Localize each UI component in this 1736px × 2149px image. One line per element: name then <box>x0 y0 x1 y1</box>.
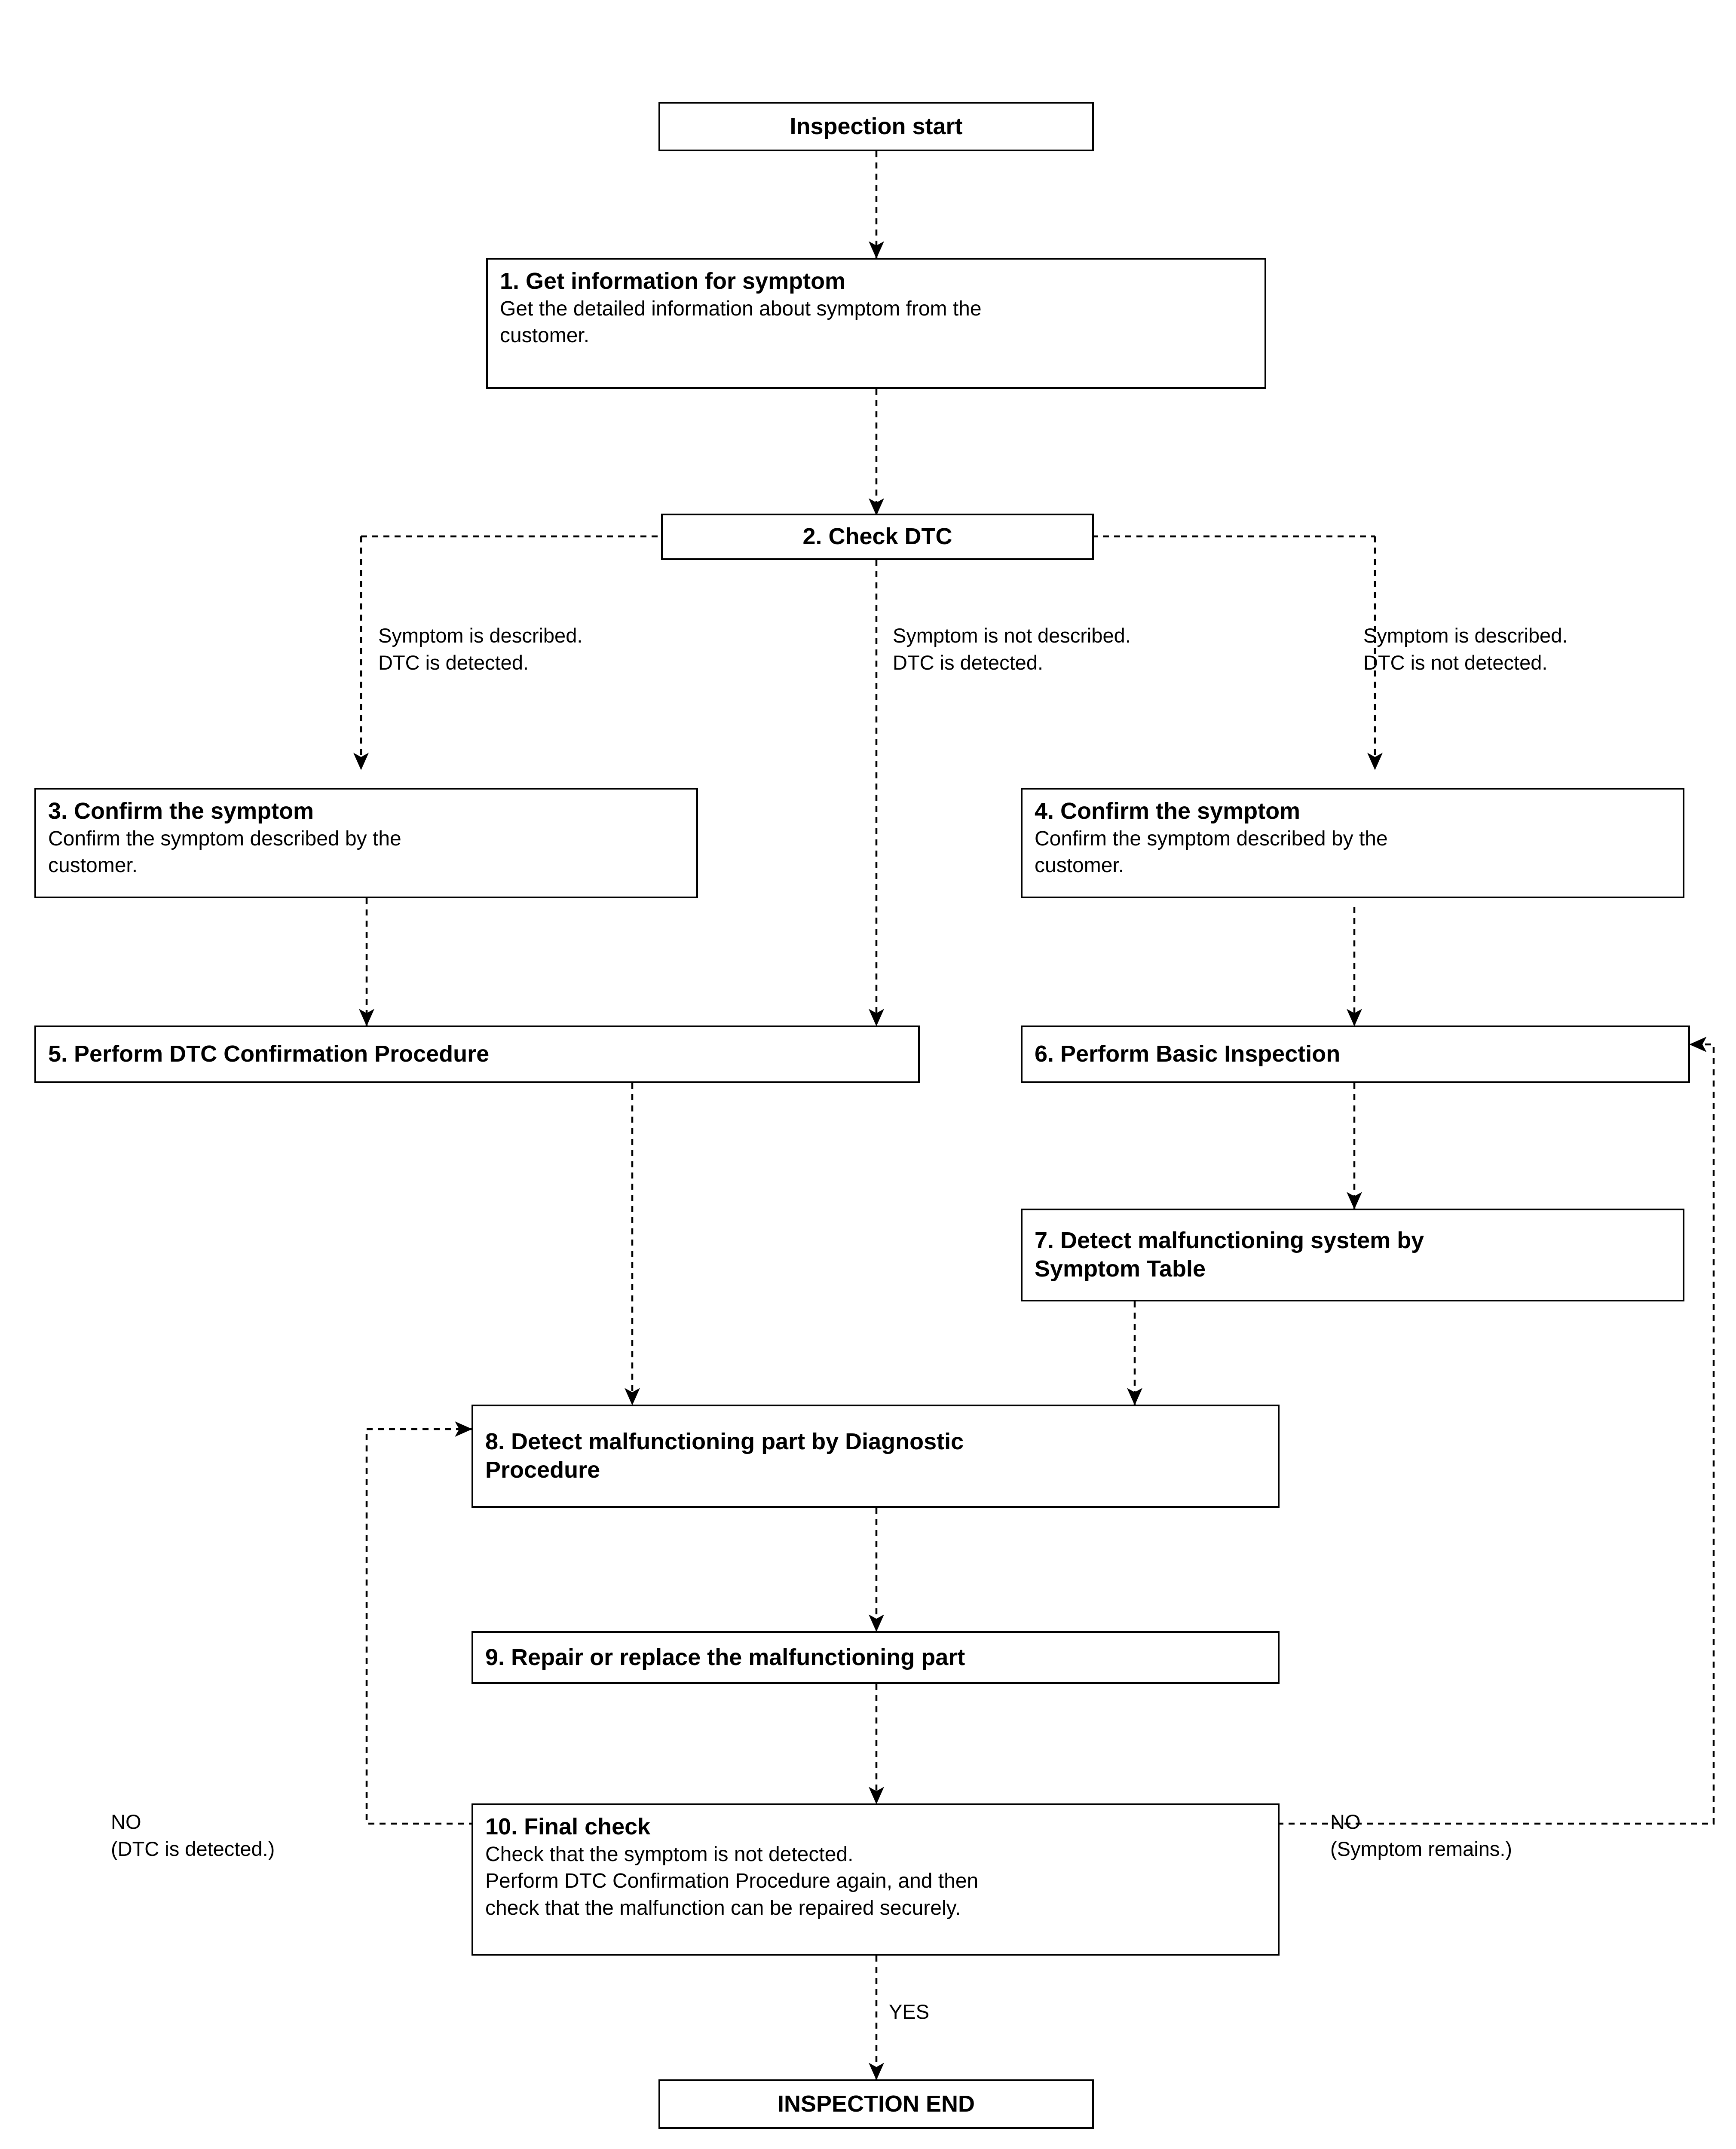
node-3-confirm-symptom[interactable]: 3. Confirm the symptom Confirm the sympt… <box>34 788 698 898</box>
node-inspection-end[interactable]: INSPECTION END <box>658 2079 1094 2129</box>
edge-label-loop-right: NO (Symptom remains.) <box>1330 1810 1512 1860</box>
edge-label-yes: YES <box>889 2000 930 2023</box>
node-10-body: Check that the symptom is not detected. … <box>485 1843 979 1919</box>
node-10-title: 10. Final check <box>485 1814 651 1840</box>
node-inspection-start[interactable]: Inspection start <box>658 102 1094 151</box>
edge-label-branch-middle: Symptom is not described. DTC is detecte… <box>893 624 1131 674</box>
node-8-detect-part[interactable]: 8. Detect malfunctioning part by Diagnos… <box>472 1405 1280 1508</box>
node-4-title: 4. Confirm the symptom <box>1035 798 1301 824</box>
node-9-repair-replace[interactable]: 9. Repair or replace the malfunctioning … <box>472 1631 1280 1684</box>
node-3-body: Confirm the symptom described by the cus… <box>48 827 401 877</box>
node-3-title: 3. Confirm the symptom <box>48 798 314 824</box>
node-10-final-check[interactable]: 10. Final check Check that the symptom i… <box>472 1803 1280 1956</box>
node-1-body: Get the detailed information about sympt… <box>500 297 982 347</box>
node-4-confirm-symptom[interactable]: 4. Confirm the symptom Confirm the sympt… <box>1021 788 1684 898</box>
node-6-basic-inspection[interactable]: 6. Perform Basic Inspection <box>1021 1026 1690 1083</box>
node-7-title: 7. Detect malfunctioning system by Sympt… <box>1035 1228 1424 1282</box>
node-4-body: Confirm the symptom described by the cus… <box>1035 827 1388 877</box>
node-5-dtc-confirmation-procedure[interactable]: 5. Perform DTC Confirmation Procedure <box>34 1026 920 1083</box>
node-7-detect-system[interactable]: 7. Detect malfunctioning system by Sympt… <box>1021 1209 1684 1301</box>
node-5-title: 5. Perform DTC Confirmation Procedure <box>48 1041 490 1067</box>
edge-label-branch-right: Symptom is described. DTC is not detecte… <box>1363 624 1568 674</box>
node-2-title: 2. Check DTC <box>802 523 952 550</box>
node-6-title: 6. Perform Basic Inspection <box>1035 1041 1341 1067</box>
edge-label-loop-left: NO (DTC is detected.) <box>111 1810 275 1860</box>
node-9-title: 9. Repair or replace the malfunctioning … <box>485 1644 965 1670</box>
edge-label-branch-left: Symptom is described. DTC is detected. <box>378 624 583 674</box>
node-inspection-end-label: INSPECTION END <box>777 2091 975 2117</box>
node-inspection-start-label: Inspection start <box>790 113 963 139</box>
node-8-title: 8. Detect malfunctioning part by Diagnos… <box>485 1429 964 1483</box>
node-1-get-information[interactable]: 1. Get information for symptom Get the d… <box>486 258 1266 389</box>
node-2-check-dtc[interactable]: 2. Check DTC <box>661 514 1094 560</box>
node-1-title: 1. Get information for symptom <box>500 268 846 294</box>
